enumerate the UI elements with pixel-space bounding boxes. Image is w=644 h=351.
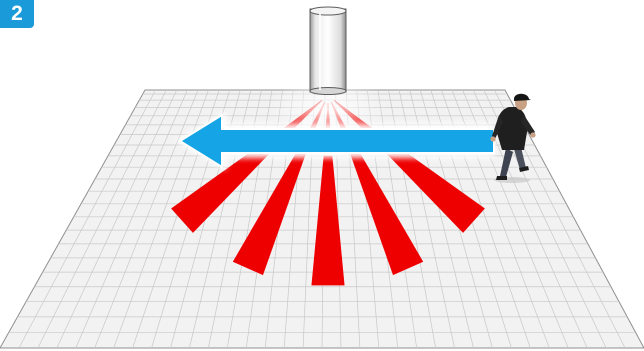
sensor-beam: [232, 148, 307, 276]
ceiling-sensor-icon: [309, 6, 347, 95]
grid-line: [94, 89, 199, 349]
step-number-badge: 2: [0, 0, 34, 28]
grid-line: [18, 89, 156, 349]
grid-line: [37, 89, 167, 349]
grid-line: [75, 89, 188, 349]
sensor-beam: [311, 155, 345, 286]
sensor-beam: [349, 148, 424, 276]
grid-line: [56, 89, 178, 349]
walking-person-icon: [490, 93, 536, 183]
motion-arrow-icon: [176, 112, 495, 170]
sensor-detection-beams: [171, 75, 485, 286]
